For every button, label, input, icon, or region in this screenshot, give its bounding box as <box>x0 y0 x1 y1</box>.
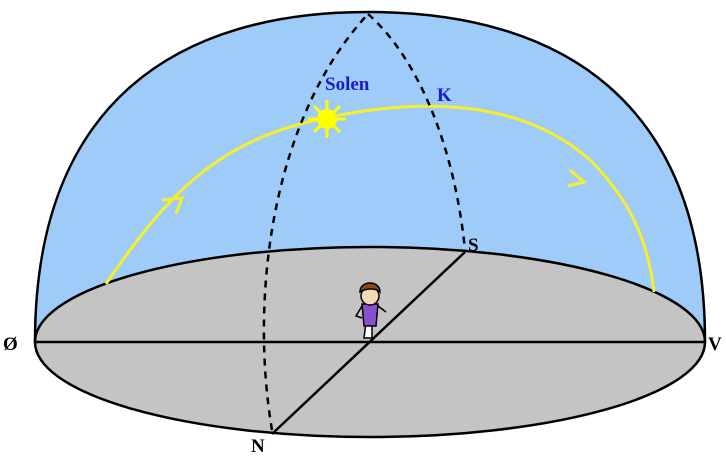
meridian-label: K <box>437 85 452 106</box>
meridian-line-front <box>262 13 369 431</box>
east-label: Ø <box>3 334 18 355</box>
sun-path-arrow-icon <box>567 168 588 188</box>
meridian-line-back <box>367 13 467 251</box>
person-icon <box>354 282 387 339</box>
sun-icon <box>308 100 346 138</box>
sun-path-arrow-icon <box>161 196 185 215</box>
sun-label: Solen <box>325 74 370 95</box>
south-label: S <box>468 235 479 256</box>
north-label: N <box>251 436 265 457</box>
north-south-axis <box>271 251 466 435</box>
sun-path <box>104 104 656 293</box>
west-label: V <box>708 334 722 355</box>
